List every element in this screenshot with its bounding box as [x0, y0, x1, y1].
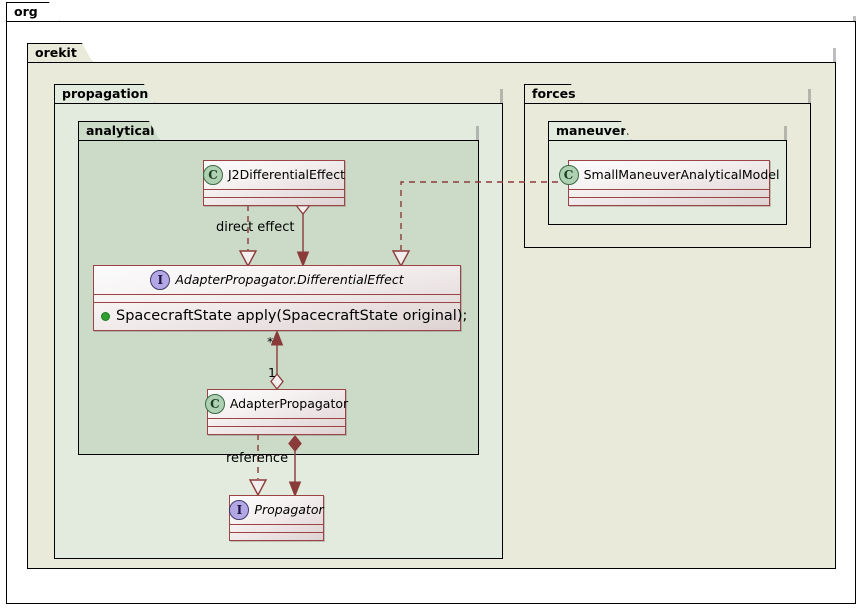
package-forces-tab: forces — [524, 84, 582, 104]
package-org-tab: org — [6, 2, 60, 22]
interface-node-header: I AdapterPropagator.DifferentialEffect — [94, 266, 460, 295]
operations-compartment — [208, 427, 345, 435]
edge-adapter-aggregates-differential-effect — [270, 329, 284, 391]
class-circle-icon: C — [203, 165, 223, 185]
class-node-name: SmallManeuverAnalyticalModel — [583, 166, 780, 182]
package-propagation-label: propagation — [62, 86, 149, 102]
edge-adapter-realizes-propagator — [248, 434, 268, 497]
class-node-name: J2DifferentialEffect — [228, 166, 345, 182]
class-node-header: C J2DifferentialEffect — [203, 161, 345, 190]
package-orekit-label: orekit — [35, 45, 77, 61]
class-circle-icon: C — [558, 165, 579, 185]
class-circle-icon: C — [204, 394, 225, 414]
edge-j2-realizes-differential-effect — [238, 205, 258, 268]
attributes-compartment — [204, 190, 344, 198]
multiplicity-target-many: * — [267, 334, 274, 349]
operations-compartment — [569, 198, 769, 206]
attributes-compartment — [569, 190, 769, 198]
package-orekit-tab: orekit — [27, 43, 93, 63]
interface-node-propagator[interactable]: I Propagator — [229, 495, 324, 541]
interface-node-header: I Propagator — [229, 496, 324, 525]
class-node-j2differentialeffect[interactable]: C J2DifferentialEffect — [203, 160, 345, 206]
package-propagation-tab: propagation — [54, 84, 155, 104]
package-org-label: org — [14, 4, 38, 20]
public-visibility-icon — [101, 311, 110, 321]
package-maneuvers-label: maneuvers — [556, 123, 634, 139]
interface-node-adapterpropagator-differentialeffect[interactable]: I AdapterPropagator.DifferentialEffect S… — [93, 265, 467, 331]
class-node-name: AdapterPropagator — [229, 395, 349, 411]
class-node-adapterpropagator[interactable]: C AdapterPropagator — [204, 389, 349, 435]
interface-node-name: Propagator — [254, 501, 324, 517]
edge-label-direct-effect: direct effect — [216, 220, 295, 235]
class-node-header: C SmallManeuverAnalyticalModel — [558, 161, 779, 190]
edge-label-reference: reference — [226, 451, 289, 466]
edge-small-maneuver-realizes-differential-effect — [391, 181, 569, 268]
class-node-smallmaneuveranalyticalmodel[interactable]: C SmallManeuverAnalyticalModel — [558, 160, 779, 206]
operation-signature: SpacecraftState apply(SpacecraftState or… — [116, 308, 468, 324]
attributes-compartment — [230, 525, 323, 533]
interface-circle-icon: I — [150, 270, 171, 290]
package-maneuvers-tab: maneuvers — [548, 121, 632, 141]
operations-compartment — [204, 198, 344, 206]
class-node-header: C AdapterPropagator — [204, 390, 349, 419]
edge-adapter-composes-propagator — [288, 434, 302, 498]
package-forces-label: forces — [532, 86, 576, 102]
attributes-compartment — [208, 419, 345, 427]
interface-node-name: AdapterPropagator.DifferentialEffect — [175, 271, 404, 287]
attributes-compartment — [94, 295, 460, 303]
multiplicity-source-one: 1 — [268, 365, 276, 380]
package-analytical-tab: analytical — [78, 121, 160, 141]
edge-j2-aggregates-differential-effect — [296, 197, 310, 268]
operations-compartment — [230, 533, 323, 541]
package-analytical-label: analytical — [86, 123, 155, 139]
operation-row: SpacecraftState apply(SpacecraftState or… — [94, 303, 467, 329]
interface-circle-icon: I — [229, 500, 250, 520]
